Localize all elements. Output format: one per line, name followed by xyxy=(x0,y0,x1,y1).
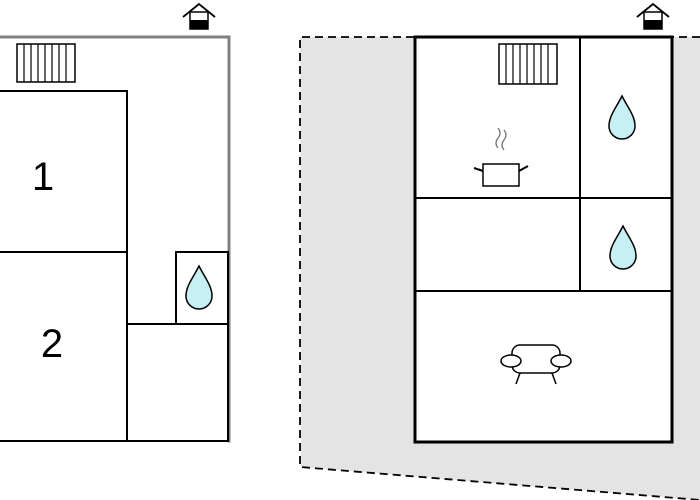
radiator-icon xyxy=(498,43,558,85)
right-floor-plan xyxy=(299,2,700,500)
house-entrance-icon xyxy=(182,2,216,30)
room-2-label: 2 xyxy=(41,322,63,366)
water-drop-icon xyxy=(609,224,637,270)
water-drop-icon xyxy=(608,94,636,140)
left-hallway xyxy=(126,323,229,442)
house-entrance-icon xyxy=(636,2,670,30)
water-drop-icon xyxy=(185,264,213,310)
left-floor-plan: 1 2 xyxy=(0,2,231,443)
right-house-outline xyxy=(413,35,674,444)
room-1-label: 1 xyxy=(32,155,54,199)
room-2 xyxy=(0,251,128,442)
cooking-pot-icon xyxy=(473,127,529,187)
radiator-icon xyxy=(16,43,76,83)
sofa-icon xyxy=(500,344,572,385)
room-1 xyxy=(0,90,128,253)
